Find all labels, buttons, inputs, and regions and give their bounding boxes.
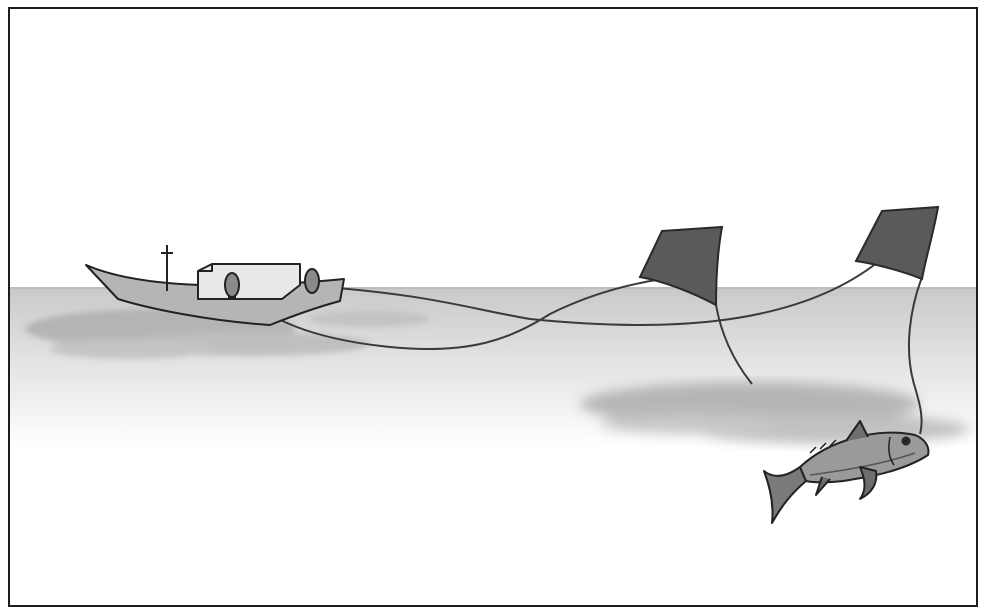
kite-fishing-scene	[10, 9, 976, 605]
sky	[10, 9, 976, 289]
illustration-frame	[8, 7, 978, 607]
